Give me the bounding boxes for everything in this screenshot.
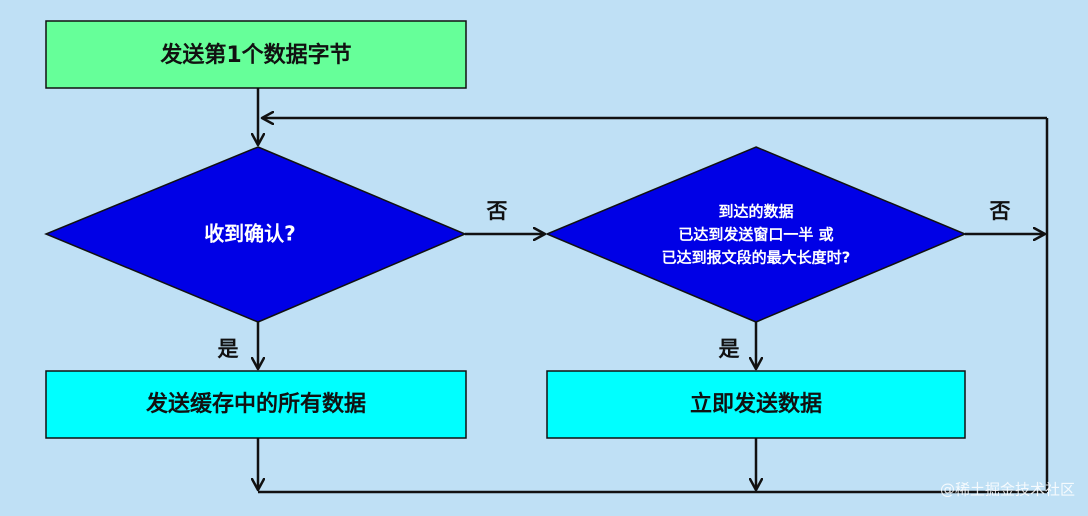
process-send-all-buffered-label: 发送缓存中的所有数据: [145, 391, 366, 417]
process-send-all-buffered: 发送缓存中的所有数据: [45, 370, 467, 439]
edge-label-decision2-no: 否: [990, 199, 1011, 223]
process-send-immediately-box: [546, 370, 966, 439]
process-send-all-buffered-box: [45, 370, 467, 439]
process-send-immediately-label: 立即发送数据: [690, 391, 822, 417]
start-node-box: [45, 20, 467, 89]
decision-threshold-line-1: 到达的数据: [718, 203, 793, 221]
decision-threshold-line-2: 已达到发送窗口一半 或: [678, 226, 833, 244]
process-send-immediately: 立即发送数据: [546, 370, 966, 439]
edge-label-decision1-yes: 是: [218, 337, 239, 361]
watermark-text: @稀土掘金技术社区: [940, 481, 1075, 499]
decision-received-ack-shape: [44, 146, 467, 323]
decision-received-ack-label: 收到确认?: [204, 222, 296, 246]
start-node: 发送第1个数据字节: [45, 20, 467, 89]
edge-label-decision2-yes: 是: [719, 337, 740, 361]
start-node-label: 发送第1个数据字节: [159, 42, 351, 68]
connectors: [258, 88, 1049, 494]
edge-label-decision1-no: 否: [487, 199, 508, 223]
decision-threshold-reached: 到达的数据 已达到发送窗口一半 或 已达到报文段的最大长度时?: [545, 146, 967, 323]
decision-threshold-reached-shape: [545, 146, 967, 323]
decision-received-ack: 收到确认?: [44, 146, 467, 323]
decision-threshold-line-3: 已达到报文段的最大长度时?: [662, 249, 851, 267]
